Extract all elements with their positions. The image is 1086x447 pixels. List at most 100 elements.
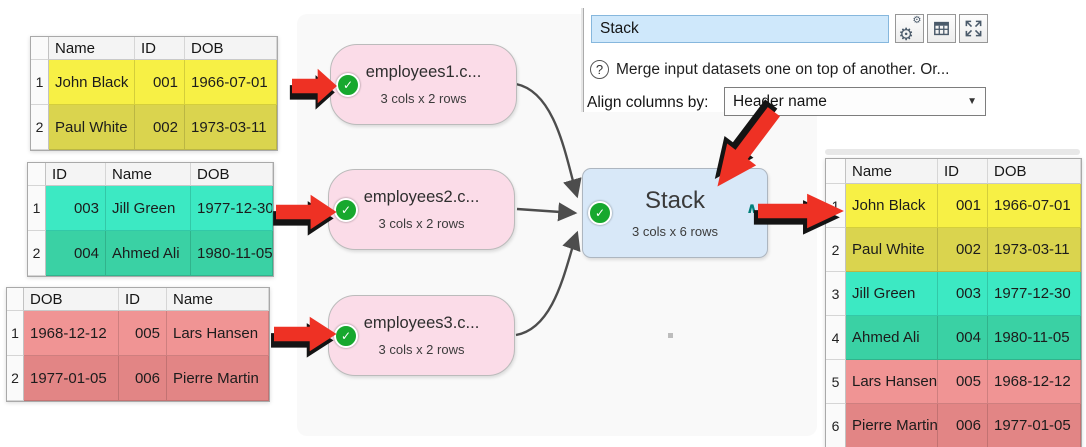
table-cell: John Black bbox=[846, 184, 938, 228]
row-number: 2 bbox=[7, 356, 24, 401]
table-cell: 001 bbox=[938, 184, 988, 228]
table-cell: Ahmed Ali bbox=[106, 231, 191, 276]
table-cell: 1968-12-12 bbox=[988, 360, 1081, 404]
column-header: DOB bbox=[24, 288, 119, 311]
transform-name-input[interactable]: Stack bbox=[591, 15, 889, 43]
dropdown-selected-value: Header name bbox=[733, 92, 827, 110]
row-number: 3 bbox=[826, 272, 846, 316]
row-number: 1 bbox=[7, 311, 24, 356]
red-arrow-input2 bbox=[273, 194, 337, 236]
table-cell: Lars Hansen bbox=[846, 360, 938, 404]
input-table-employees2: ID Name DOB 1 003 Jill Green 1977-12-30 … bbox=[27, 162, 274, 277]
success-check-icon: ✓ bbox=[334, 197, 358, 222]
input-table-employees1: Name ID DOB 1 John Black 001 1966-07-01 … bbox=[30, 36, 278, 151]
node-title: employees1.c... bbox=[365, 63, 482, 81]
node-employees3[interactable]: ✓ employees3.c... 3 cols x 2 rows bbox=[328, 295, 515, 376]
red-arrow-output bbox=[753, 193, 844, 235]
table-cell: Paul White bbox=[49, 105, 135, 150]
node-title: Stack bbox=[644, 187, 706, 214]
table-cell: Jill Green bbox=[106, 186, 191, 231]
row-number: 6 bbox=[826, 404, 846, 447]
transform-description: Merge input datasets one on top of anoth… bbox=[616, 61, 950, 78]
column-header: Name bbox=[846, 159, 938, 184]
maximize-button[interactable] bbox=[959, 14, 988, 43]
show-table-button[interactable] bbox=[927, 14, 956, 43]
row-number: 2 bbox=[31, 105, 49, 150]
column-header: ID bbox=[938, 159, 988, 184]
node-dimensions: 3 cols x 2 rows bbox=[380, 91, 467, 106]
row-number: 1 bbox=[31, 60, 49, 105]
table-cell: 1973-03-11 bbox=[185, 105, 277, 150]
table-cell: 1977-01-05 bbox=[988, 404, 1081, 447]
corner-cell bbox=[28, 163, 46, 186]
node-title: employees2.c... bbox=[363, 188, 480, 206]
success-check-icon: ✓ bbox=[334, 323, 358, 348]
column-header: DOB bbox=[988, 159, 1081, 184]
red-arrow-input3 bbox=[271, 316, 337, 358]
table-cell: 002 bbox=[135, 105, 185, 150]
table-cell: 005 bbox=[938, 360, 988, 404]
transform-name-value: Stack bbox=[600, 20, 639, 37]
table-cell: 1980-11-05 bbox=[988, 316, 1081, 360]
node-dimensions: 3 cols x 6 rows bbox=[632, 224, 718, 239]
node-title: employees3.c... bbox=[363, 314, 480, 332]
column-header: ID bbox=[119, 288, 167, 311]
table-cell: 1966-07-01 bbox=[185, 60, 277, 105]
help-icon[interactable]: ? bbox=[590, 60, 609, 79]
corner-cell bbox=[31, 37, 49, 60]
column-header: Name bbox=[49, 37, 135, 60]
column-header: ID bbox=[135, 37, 185, 60]
node-stack[interactable]: ✓ Stack 3 cols x 6 rows ∧ bbox=[582, 168, 768, 258]
table-cell: 003 bbox=[46, 186, 106, 231]
torn-edge bbox=[825, 149, 1080, 155]
table-cell: 003 bbox=[938, 272, 988, 316]
settings-button[interactable]: ⚙ ⚙ bbox=[895, 14, 924, 43]
table-cell: 1980-11-05 bbox=[191, 231, 273, 276]
corner-cell bbox=[826, 159, 846, 184]
row-number: 4 bbox=[826, 316, 846, 360]
table-cell: Ahmed Ali bbox=[846, 316, 938, 360]
node-dimensions: 3 cols x 2 rows bbox=[378, 216, 465, 231]
transform-options-panel: Stack ⚙ ⚙ ? Merg bbox=[583, 8, 992, 116]
column-header: Name bbox=[106, 163, 191, 186]
table-cell: 001 bbox=[135, 60, 185, 105]
table-cell: Paul White bbox=[846, 228, 938, 272]
align-columns-label: Align columns by: bbox=[587, 94, 709, 111]
node-employees2[interactable]: ✓ employees2.c... 3 cols x 2 rows bbox=[328, 169, 515, 250]
row-number: 1 bbox=[28, 186, 46, 231]
node-employees1[interactable]: ✓ employees1.c... 3 cols x 2 rows bbox=[330, 44, 517, 125]
table-cell: 1966-07-01 bbox=[988, 184, 1081, 228]
node-dimensions: 3 cols x 2 rows bbox=[378, 342, 465, 357]
table-cell: Pierre Martin bbox=[846, 404, 938, 447]
table-cell: 1973-03-11 bbox=[988, 228, 1081, 272]
table-icon bbox=[934, 21, 949, 36]
input-table-employees3: DOB ID Name 1 1968-12-12 005 Lars Hansen… bbox=[6, 287, 270, 402]
red-arrow-panel-to-stack bbox=[714, 99, 780, 187]
table-cell: 1977-01-05 bbox=[24, 356, 119, 401]
row-number: 2 bbox=[28, 231, 46, 276]
output-table-stack: Name ID DOB 1 John Black 001 1966-07-01 … bbox=[825, 158, 1082, 447]
table-cell: 002 bbox=[938, 228, 988, 272]
table-cell: 004 bbox=[46, 231, 106, 276]
table-cell: 005 bbox=[119, 311, 167, 356]
table-cell: 006 bbox=[938, 404, 988, 447]
table-cell: 006 bbox=[119, 356, 167, 401]
table-cell: John Black bbox=[49, 60, 135, 105]
canvas-grid-dot bbox=[668, 333, 673, 338]
row-number: 5 bbox=[826, 360, 846, 404]
table-cell: 1968-12-12 bbox=[24, 311, 119, 356]
table-cell: 1977-12-30 bbox=[988, 272, 1081, 316]
table-cell: 004 bbox=[938, 316, 988, 360]
column-header: DOB bbox=[191, 163, 273, 186]
chevron-down-icon: ▼ bbox=[967, 96, 977, 107]
red-arrow-input1 bbox=[289, 68, 337, 110]
success-check-icon: ✓ bbox=[588, 201, 612, 225]
table-cell: 1977-12-30 bbox=[191, 186, 273, 231]
column-header: Name bbox=[167, 288, 269, 311]
success-check-icon: ✓ bbox=[336, 72, 360, 97]
table-cell: Jill Green bbox=[846, 272, 938, 316]
table-cell: Lars Hansen bbox=[167, 311, 269, 356]
column-header: ID bbox=[46, 163, 106, 186]
column-header: DOB bbox=[185, 37, 277, 60]
gear-icon: ⚙ ⚙ bbox=[898, 14, 922, 44]
